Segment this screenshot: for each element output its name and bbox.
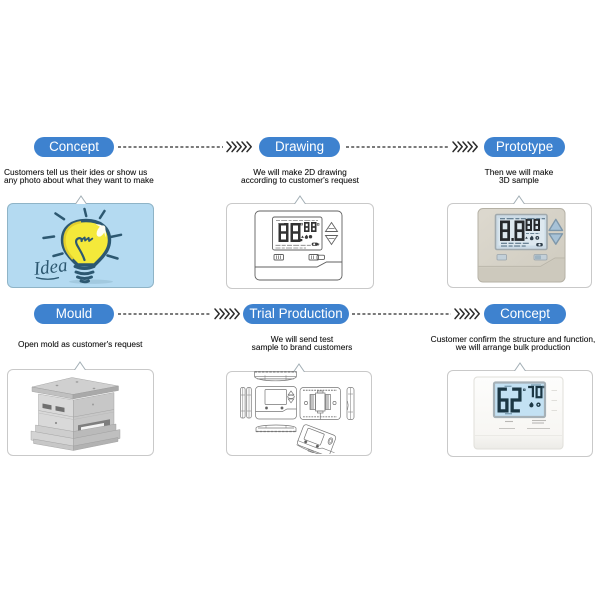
svg-text:Idea: Idea	[32, 255, 69, 280]
